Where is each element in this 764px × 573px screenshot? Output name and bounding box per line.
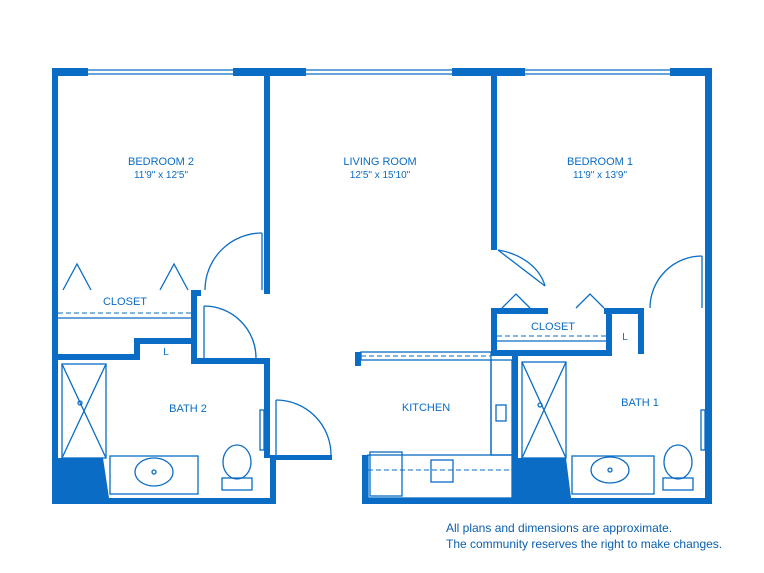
closet-bifold-doors <box>62 262 605 309</box>
bath2-label: BATH 2 <box>169 403 207 415</box>
bedroom2-dimensions: 11'9" x 12'5" <box>134 170 189 181</box>
windows <box>88 69 670 75</box>
bedroom1-dimensions: 11'9" x 13'9" <box>573 170 628 181</box>
bath1-label: BATH 1 <box>621 397 659 409</box>
living-room-name: LIVING ROOM <box>343 156 416 168</box>
linen-left-label: L <box>163 347 169 358</box>
linen-right-label: L <box>622 332 628 343</box>
disclaimer-line-2: The community reserves the right to make… <box>446 537 723 551</box>
kitchen-fixtures <box>360 351 513 499</box>
bedroom2-name: BEDROOM 2 <box>128 156 194 168</box>
disclaimer-line-1: All plans and dimensions are approximate… <box>446 521 673 535</box>
bath2-fixtures <box>61 363 265 495</box>
closet-shelves <box>58 312 606 342</box>
closet-right-label: CLOSET <box>531 321 575 333</box>
room-labels: BEDROOM 2 11'9" x 12'5" LIVING ROOM 12'5… <box>103 156 659 415</box>
exterior-walls <box>52 68 712 504</box>
kitchen-label: KITCHEN <box>402 402 450 414</box>
bath1-fixtures <box>521 361 706 495</box>
bedroom1-name: BEDROOM 1 <box>567 156 633 168</box>
door-swings <box>203 232 703 456</box>
bath-floor-blocks <box>58 458 571 498</box>
interior-walls <box>52 76 644 498</box>
living-room-dimensions: 12'5" x 15'10" <box>350 170 411 181</box>
closet-left-label: CLOSET <box>103 296 147 308</box>
